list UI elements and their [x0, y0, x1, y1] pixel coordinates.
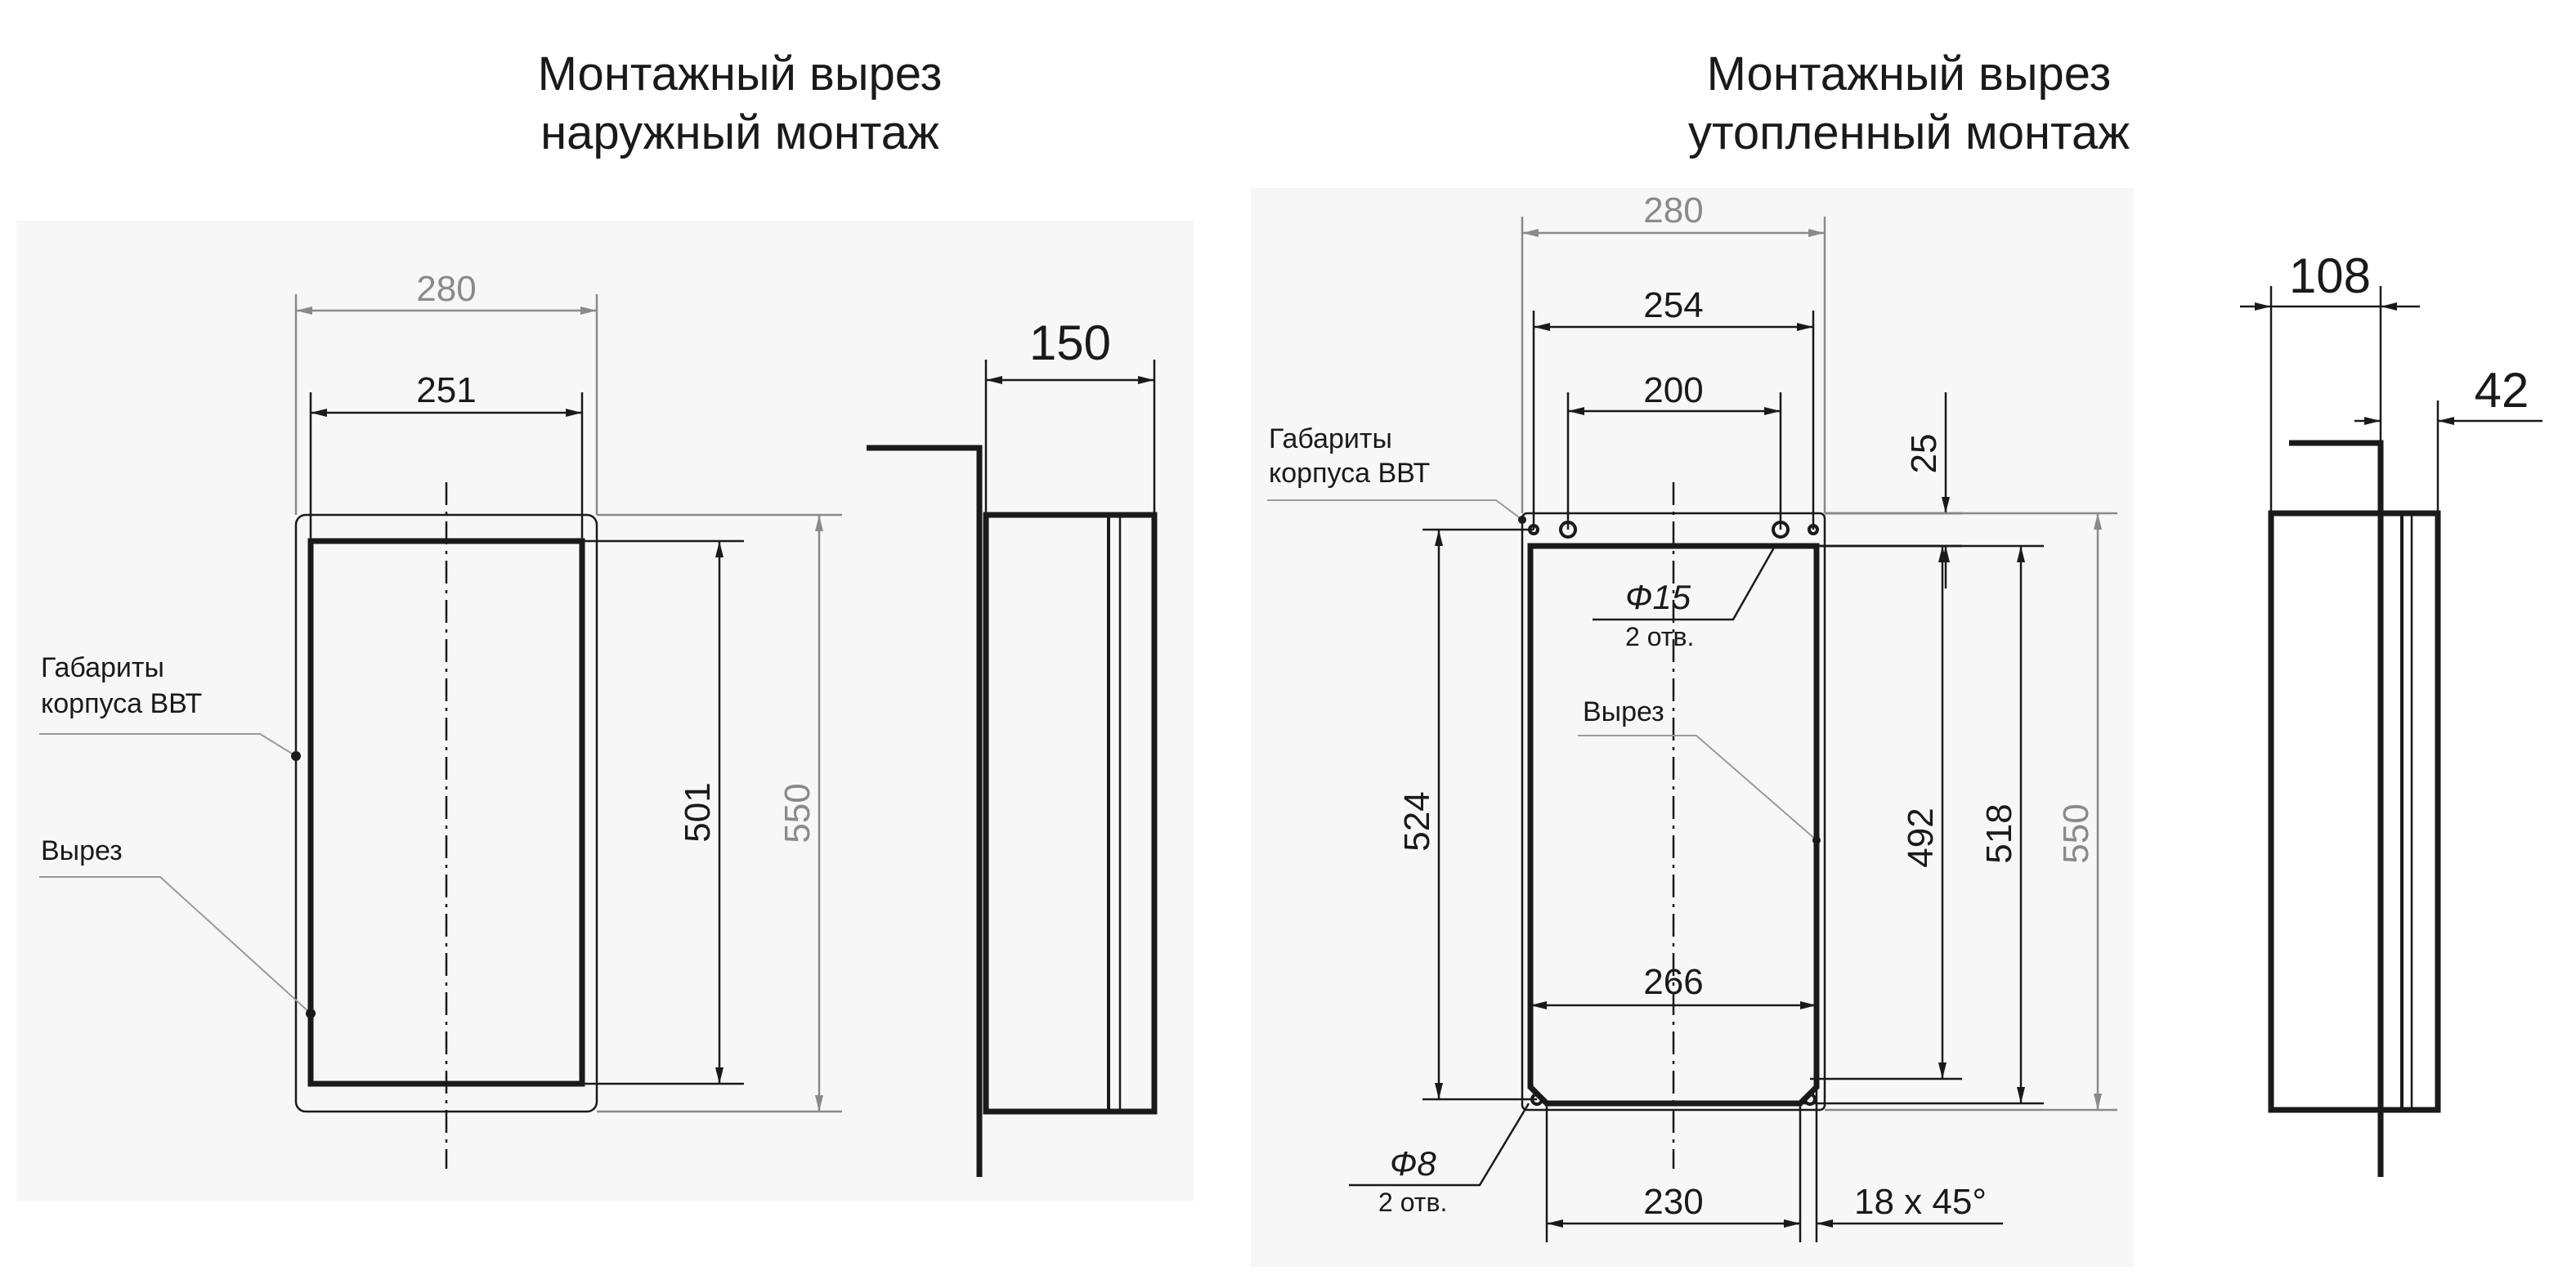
right-dim-524: 524 — [1397, 791, 1437, 851]
right-dim-254: 254 — [1643, 285, 1703, 325]
left-side-dim-150: 150 — [1029, 315, 1111, 370]
right-side-box — [2268, 510, 2441, 1113]
right-leader-big — [1593, 547, 1776, 621]
left-view-panel — [16, 221, 850, 1201]
left-dim-550: 550 — [777, 783, 818, 843]
right-dim-25: 25 — [1904, 434, 1944, 474]
right-dim-200: 200 — [1643, 370, 1703, 410]
right-view-panel — [1251, 188, 2134, 1267]
right-chamfer: 18 x 45° — [1854, 1182, 1987, 1222]
right-hole-big-count: 2 отв. — [1625, 622, 1694, 651]
left-side-panel — [850, 221, 1194, 1201]
right-dim-550: 550 — [2056, 803, 2096, 863]
right-dim-492: 492 — [1901, 808, 1941, 867]
left-dim-280: 280 — [416, 269, 476, 309]
right-side-view: 108 42 — [2240, 248, 2542, 1177]
right-hole-small-dia: Ф8 — [1390, 1144, 1436, 1183]
right-leader-small — [1349, 1103, 1530, 1187]
left-label-body-2: корпуса ВВТ — [41, 688, 202, 719]
left-front-view: 280 251 501 550 Габариты корпуса ВВТ Выр… — [39, 269, 842, 1169]
left-label-body-1: Габариты — [41, 652, 164, 683]
right-leader-body — [1267, 499, 1523, 521]
left-side-box — [983, 512, 1158, 1115]
right-hole-big-dia: Ф15 — [1625, 578, 1691, 616]
left-side-wall — [867, 445, 983, 1177]
right-label-body-1: Габариты — [1269, 423, 1392, 454]
left-leader-body — [39, 733, 297, 757]
right-leader-cutout — [1578, 735, 1817, 841]
left-title-line2: наружный монтаж — [540, 106, 939, 159]
left-title-line1: Монтажный вырез — [538, 47, 943, 101]
left-dim-251: 251 — [416, 370, 476, 410]
right-dim-518: 518 — [1979, 803, 2019, 863]
left-dim-501: 501 — [678, 782, 718, 842]
left-label-cutout: Вырез — [41, 835, 123, 866]
left-leader-cutout-dot — [306, 1009, 316, 1018]
left-side-view: 150 — [867, 315, 1158, 1177]
right-leader-body-dot — [1518, 516, 1526, 524]
right-side-dim-42: 42 — [2475, 363, 2529, 418]
right-front-view: 280 254 200 25 Габариты корпуса ВВТ Ф15 … — [1267, 190, 2117, 1242]
right-title-line2: утопленный монтаж — [1688, 106, 2130, 159]
left-leader-cutout — [39, 876, 311, 1014]
right-hole-small-count: 2 отв. — [1378, 1188, 1447, 1217]
right-side-wall — [2289, 440, 2384, 1177]
right-side-dim-108: 108 — [2289, 248, 2371, 303]
right-dim-230: 230 — [1643, 1182, 1703, 1222]
right-title-line1: Монтажный вырез — [1707, 47, 2112, 101]
right-leader-cutout-dot — [1812, 836, 1821, 844]
left-leader-body-dot — [291, 751, 301, 761]
right-dim-280: 280 — [1643, 190, 1703, 230]
right-label-body-2: корпуса ВВТ — [1269, 458, 1430, 489]
right-label-cutout: Вырез — [1583, 696, 1664, 727]
right-dim-266: 266 — [1643, 962, 1703, 1002]
